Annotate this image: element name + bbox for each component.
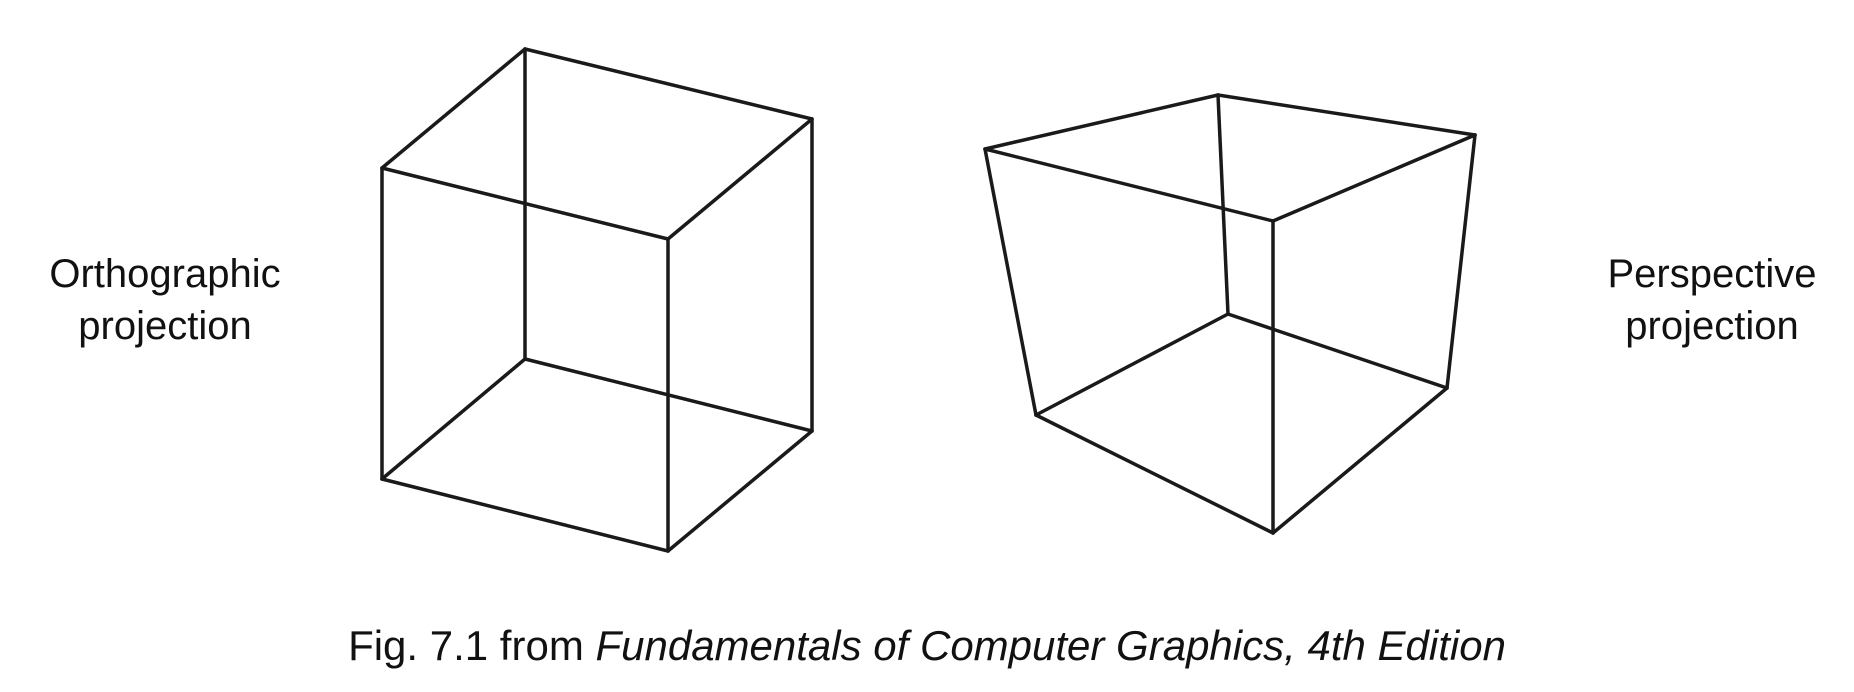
persp-edge [1271, 386, 1449, 535]
persp-edge [1445, 133, 1477, 390]
persp-edge [1271, 133, 1477, 223]
ortho-edge [666, 117, 814, 241]
orthographic-label-line-1: Orthographic [49, 252, 281, 296]
perspective-cube [983, 93, 1477, 535]
persp-edge [1226, 312, 1449, 390]
persp-edge [1034, 312, 1230, 417]
figure-caption: Fig. 7.1 from Fundamentals of Computer G… [0, 620, 1854, 672]
ortho-edge [380, 357, 527, 481]
ortho-edge [523, 47, 814, 121]
caption-book-title: Fundamentals of Computer Graphics, 4th E… [595, 622, 1506, 669]
ortho-edge [666, 429, 814, 553]
caption-prefix: Fig. 7.1 from [348, 622, 596, 669]
perspective-label-line-1: Perspective [1607, 252, 1817, 296]
ortho-edge [380, 47, 527, 170]
persp-edge [1034, 413, 1275, 535]
orthographic-cube [380, 47, 814, 553]
persp-edge [983, 147, 1038, 417]
orthographic-projection-label: Orthographic projection [20, 248, 310, 352]
perspective-label-line-2: projection [1625, 304, 1799, 348]
persp-edge [983, 93, 1220, 151]
perspective-projection-label: Perspective projection [1580, 248, 1844, 352]
orthographic-label-line-2: projection [78, 304, 252, 348]
persp-edge [983, 147, 1275, 223]
persp-edge [1216, 93, 1230, 316]
ortho-edge [380, 477, 670, 553]
persp-edge [1216, 93, 1477, 137]
